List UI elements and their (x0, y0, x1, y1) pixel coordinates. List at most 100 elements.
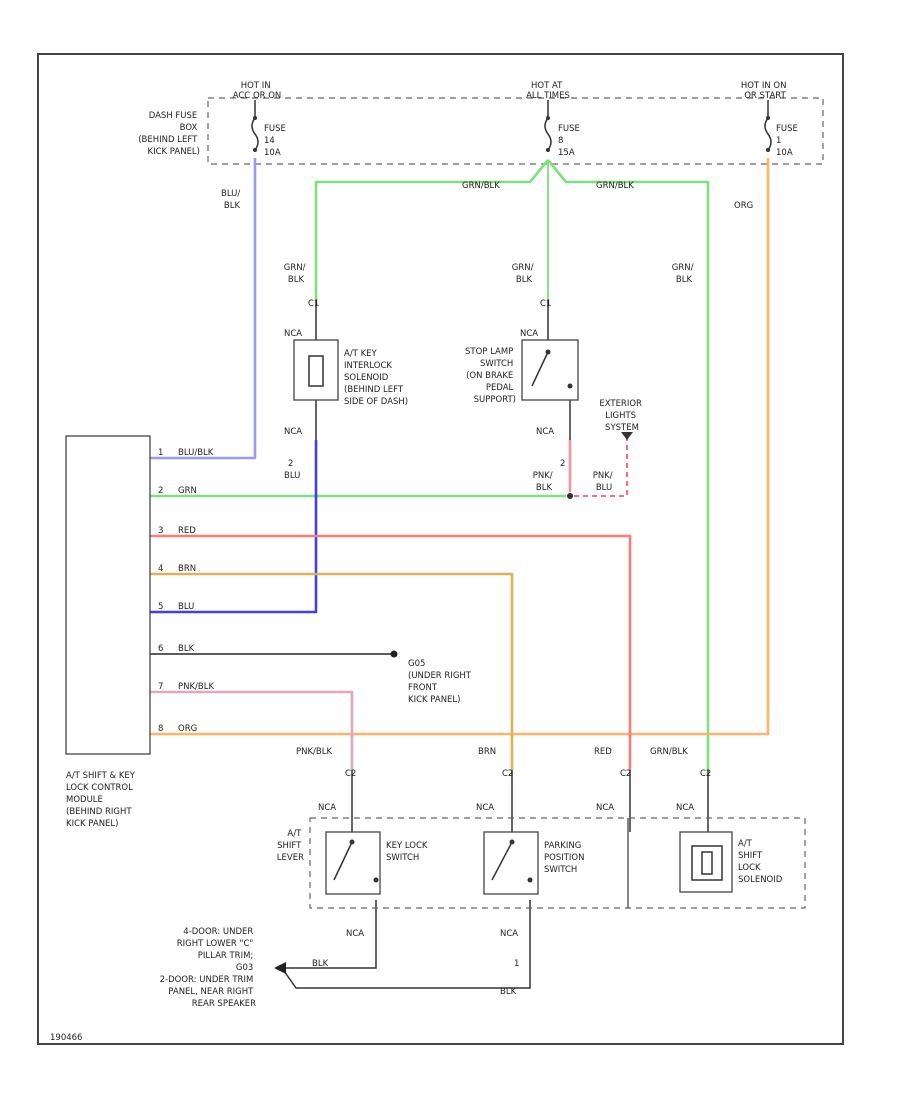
module-pin-number: 1 (158, 448, 163, 458)
key-lock-switch-label: KEY LOCK SWITCH (386, 841, 430, 863)
connector-nca-park: NCA (476, 803, 494, 813)
parking-switch-icon (491, 839, 533, 883)
diagram-frame (37, 53, 844, 1045)
module-pin-number: 3 (158, 526, 163, 536)
wire-label-org: ORG (734, 201, 753, 211)
exterior-lights-label: EXTERIOR LIGHTS SYSTEM (599, 399, 644, 433)
module-pin-wire-color: BLU (178, 602, 194, 612)
module-pin-wire-color: BLK (178, 644, 195, 654)
wire-blu-blk (150, 158, 257, 460)
module-box (65, 435, 151, 755)
parking-position-switch-label: PARKING POSITION SWITCH (544, 841, 587, 875)
wire-blk-ground-1 (282, 900, 377, 969)
module-pin-wire-color: BRN (178, 564, 196, 574)
wire-label-blu: BLU (284, 471, 300, 481)
module-label: A/T SHIFT & KEY LOCK CONTROL MODULE (BEH… (66, 771, 138, 829)
module-pin-number: 4 (158, 564, 163, 574)
connector-c2-b: C2 (502, 769, 513, 779)
bottom-label-grn-blk: GRN/BLK (650, 747, 688, 757)
wire-org (150, 158, 770, 736)
wire-label-blk-ground-1: BLK (312, 959, 329, 969)
ground-g05-icon (390, 650, 398, 658)
wire-label-grn-blk-stoplamp: GRN/ BLK (512, 263, 536, 285)
connector-nca-shift: NCA (318, 803, 336, 813)
diagram-id: 190466 (50, 1033, 82, 1043)
module-pin-number: 5 (158, 602, 163, 612)
connector-nca-interlock: NCA (284, 329, 302, 339)
module-pin-number: 2 (158, 486, 163, 496)
shift-lever-outline (309, 817, 806, 909)
shift-lock-core-icon (701, 851, 713, 875)
wire-brn (150, 572, 514, 770)
connector-nca-park-bottom: NCA (500, 929, 518, 939)
exterior-lights-arrow-icon (621, 432, 633, 440)
bottom-label-pnk-blk: PNK/BLK (296, 747, 332, 757)
module-pin-wire-color: PNK/BLK (178, 682, 214, 692)
stop-lamp-switch-label: STOP LAMP SWITCH (ON BRAKE PEDAL SUPPORT… (465, 347, 516, 405)
solenoid-coil-icon (308, 355, 324, 387)
module-pin-list: 1 BLU/BLK 2 GRN 3 RED 4 BRN 5 BLU 6 BLK 7 PNK/BLK 8 ORG (158, 448, 214, 734)
module-pin-wire-color: ORG (178, 724, 197, 734)
fuse-1-symbol (764, 100, 772, 152)
fuse-8-label: FUSE 8 15A (558, 124, 583, 158)
connector-nca-lock: NCA (676, 803, 694, 813)
wire-grn-blk-right (546, 159, 710, 770)
splice-dot (567, 493, 573, 499)
connector-pin-2-stoplamp: 2 (560, 459, 565, 469)
connector-c1-stoplamp: C1 (540, 299, 551, 309)
connector-pin-1: 1 (514, 959, 519, 969)
key-lock-switch-icon (333, 839, 379, 883)
shift-lock-solenoid-label: A/T SHIFT LOCK SOLENOID (738, 839, 783, 885)
fuse-box-outline (207, 97, 824, 165)
parking-position-switch-box (483, 831, 539, 895)
shift-lock-solenoid-box (679, 831, 733, 893)
module-pin-number: 6 (158, 644, 163, 654)
wire-label-blk-ground-2: BLK (500, 987, 517, 997)
shift-lock-coil-icon (691, 845, 723, 881)
wire-label-grn-blk-right: GRN/BLK (596, 181, 634, 191)
connector-c2-d: C2 (700, 769, 711, 779)
wire-blk-ground-2 (281, 900, 531, 989)
module-pin-number: 8 (158, 724, 163, 734)
connector-c2-c: C2 (620, 769, 631, 779)
hot-all-times-label: HOT AT ALL TIMES (526, 81, 570, 101)
module-pin-wire-color: BLU/BLK (178, 448, 214, 458)
connector-c2-a: C2 (345, 769, 356, 779)
connector-nca-red: NCA (596, 803, 614, 813)
wire-grn-blk-left (314, 159, 550, 300)
connector-nca-keylock-bottom: NCA (346, 929, 364, 939)
fuse-box-label: DASH FUSE BOX (BEHIND LEFT KICK PANEL) (138, 111, 200, 157)
interlock-solenoid-box (293, 339, 339, 401)
wire-label-blu-blk: BLU/ BLK (221, 189, 243, 211)
wire-label-pnk-blk: PNK/ BLK (533, 471, 556, 493)
fuse-14-symbol (251, 100, 259, 152)
wire-label-grn-blk-right-stack: GRN/ BLK (672, 263, 696, 285)
stop-lamp-switch-icon (531, 349, 573, 389)
connector-nca-interlock-bottom: NCA (284, 427, 302, 437)
shift-lever-label: A/T SHIFT LEVER (277, 829, 304, 863)
wire-pnk-blk (150, 690, 354, 770)
wire-label-pnk-blu: PNK/ BLU (593, 471, 616, 493)
fuse-8-symbol (544, 100, 552, 152)
stop-lamp-switch-box (521, 339, 579, 401)
wire-pnk-blu-dashed (572, 436, 628, 497)
module-pin-wire-color: GRN (178, 486, 197, 496)
connector-c1-interlock: C1 (308, 299, 319, 309)
connector-nca-stoplamp: NCA (520, 329, 538, 339)
module-pin-number: 7 (158, 682, 163, 692)
wire-label-grn-blk-interlock: GRN/ BLK (284, 263, 308, 285)
module-pin-wire-color: RED (178, 526, 196, 536)
wire-blu (150, 440, 318, 614)
hot-acc-label: HOT IN ACC OR ON (233, 81, 282, 101)
ground-g05-label: G05 (UNDER RIGHT FRONT KICK PANEL) (408, 659, 474, 705)
bottom-label-brn: BRN (478, 747, 496, 757)
ground-g01-label: 4-DOOR: UNDER RIGHT LOWER "C" PILLAR TRI… (160, 927, 256, 1009)
fuse-14-label: FUSE 14 10A (264, 124, 289, 158)
wire-label-grn-blk-left: GRN/BLK (462, 181, 500, 191)
wire-red (150, 534, 632, 770)
bottom-label-red: RED (594, 747, 612, 757)
connector-nca-stoplamp-bottom: NCA (536, 427, 554, 437)
interlock-solenoid-label: A/T KEY INTERLOCK SOLENOID (BEHIND LEFT … (344, 349, 408, 407)
connector-pin-2-interlock: 2 (288, 459, 293, 469)
